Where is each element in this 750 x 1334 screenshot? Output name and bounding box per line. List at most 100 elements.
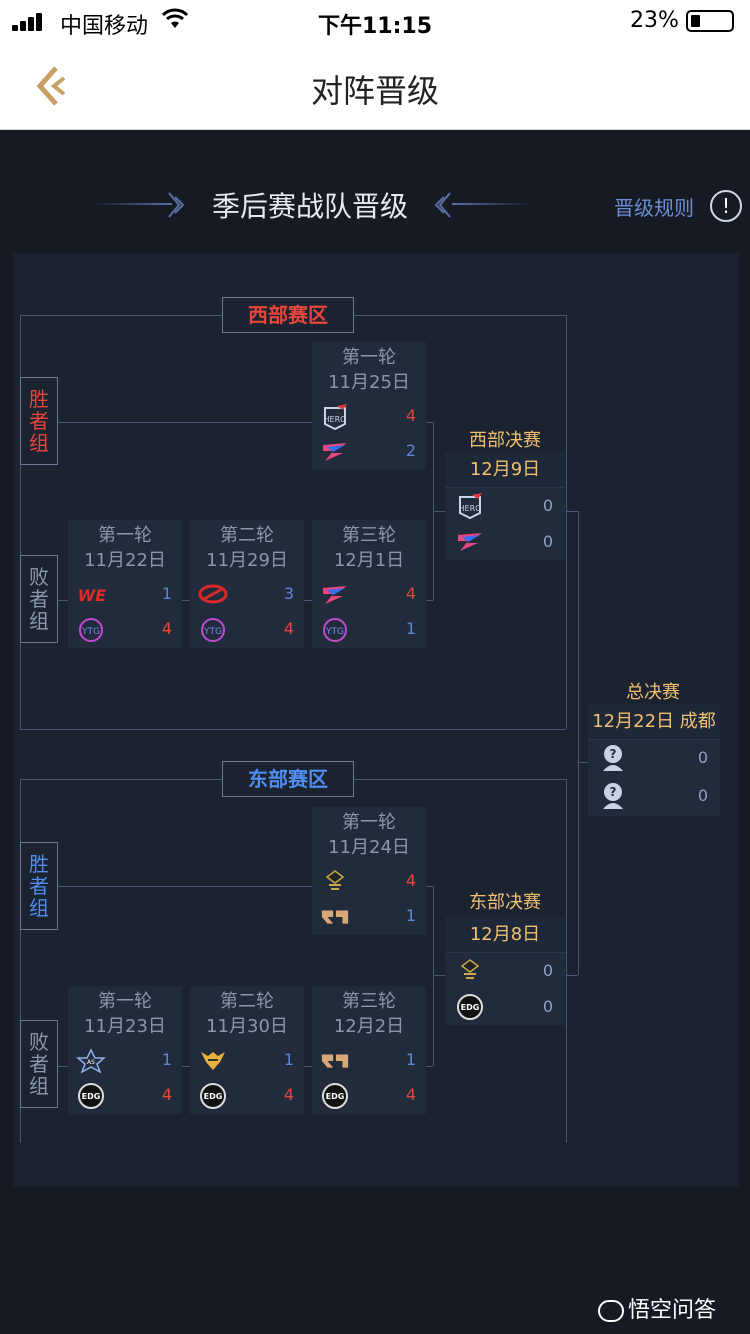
rules-link[interactable]: 晋级规则 (614, 196, 694, 220)
team-score: 4 (405, 871, 416, 890)
unknown-team-icon: ? (598, 744, 628, 772)
team-row: 0 (445, 524, 565, 560)
final-connector (578, 762, 588, 763)
east-winners-line (58, 886, 312, 887)
match-date: 12月22日 成都 (588, 704, 720, 740)
team-score: 4 (405, 584, 416, 603)
page-title: 对阵晋级 (310, 72, 439, 110)
match-date: 12月1日 (333, 550, 405, 571)
east-winners-group-label: 胜 者 组 (20, 842, 58, 930)
unknown-team-icon: ? (598, 782, 628, 810)
west-winners-group-label: 胜 者 组 (20, 377, 58, 465)
back-button[interactable] (34, 64, 74, 108)
grand-final-card[interactable]: 12月22日 成都 ?0 ?0 (588, 704, 720, 816)
svg-text:HERO: HERO (459, 504, 482, 513)
team-logo-ts-icon (455, 528, 485, 556)
chat-bubble-icon (598, 1300, 624, 1322)
east-connector (433, 886, 434, 1066)
nav-bar: 对阵晋级 (0, 44, 750, 130)
west-frame-bottom (20, 729, 566, 730)
wifi-icon (161, 8, 189, 36)
battery-icon (686, 10, 734, 32)
team-score: 1 (161, 1050, 172, 1069)
east-connector (433, 975, 445, 976)
east-region-label: 东部赛区 (222, 761, 354, 797)
team-logo-as-icon: AS (76, 1048, 106, 1074)
west-winners-line (58, 422, 312, 423)
west-losers-group-label: 败 者 组 (20, 555, 58, 643)
svg-text:AS: AS (87, 1059, 95, 1066)
east-losers-group-label: 败 者 组 (20, 1020, 58, 1108)
team-score: 1 (405, 906, 416, 925)
team-logo-rng-icon (320, 1048, 350, 1074)
svg-text:YTG: YTG (325, 627, 344, 637)
west-connector (425, 600, 433, 601)
svg-text:EDG: EDG (461, 1003, 480, 1012)
round-label: 第一轮 (342, 347, 396, 368)
west-connector (425, 422, 433, 423)
final-connector (578, 511, 579, 975)
team-score: 0 (697, 786, 708, 805)
team-logo-ytg-icon: YTG (320, 617, 350, 643)
west-connector (433, 511, 445, 512)
east-connector (181, 1066, 190, 1067)
team-score: 1 (405, 619, 416, 638)
team-score: 4 (161, 619, 172, 638)
team-score: 0 (542, 961, 553, 980)
west-region-label: 西部赛区 (222, 297, 354, 333)
match-card[interactable]: 第三轮 12月1日 4 YTG 1 (312, 520, 426, 648)
west-connector (303, 600, 312, 601)
team-row: 1 (312, 900, 426, 935)
team-logo-ytg-icon: YTG (198, 617, 228, 643)
east-frame-right (566, 779, 567, 1143)
grand-final-label: 总决赛 (626, 682, 680, 703)
team-row: HERO 0 (445, 488, 565, 524)
team-row: YTG 1 (312, 613, 426, 648)
team-score: 4 (405, 406, 416, 425)
round-label: 第三轮 (342, 525, 396, 546)
team-logo-edg-icon: EDG (320, 1083, 350, 1109)
signal-icon (12, 13, 48, 31)
team-logo-we-icon: WE (76, 582, 106, 608)
match-date: 12月2日 (333, 1016, 405, 1037)
final-connector (566, 975, 578, 976)
team-row: ?0 (588, 778, 720, 816)
round-label: 第三轮 (342, 991, 396, 1012)
team-row: 3 (190, 578, 304, 613)
match-header: 第三轮 12月2日 (312, 986, 426, 1044)
match-date: 11月30日 (206, 1016, 288, 1037)
round-label: 第一轮 (98, 991, 152, 1012)
info-icon[interactable]: ! (710, 190, 742, 222)
team-logo-edg-icon: EDG (455, 993, 485, 1021)
header-decoration-right (452, 203, 532, 205)
east-frame-left (20, 779, 21, 1143)
west-connector (58, 600, 68, 601)
team-logo-hero-icon: HERO (455, 492, 485, 520)
east-final-label: 东部决赛 (469, 892, 541, 913)
team-row: 4 (312, 865, 426, 900)
team-score: 0 (542, 496, 553, 515)
team-score: 4 (283, 619, 294, 638)
final-connector (566, 511, 578, 512)
round-label: 第一轮 (342, 812, 396, 833)
battery-percent: 23% (630, 8, 679, 33)
status-bar: 中国移动 下午11:15 23% (0, 0, 750, 44)
watermark: 悟空问答 (598, 1292, 716, 1324)
team-score: 0 (697, 748, 708, 767)
team-score: 1 (283, 1050, 294, 1069)
